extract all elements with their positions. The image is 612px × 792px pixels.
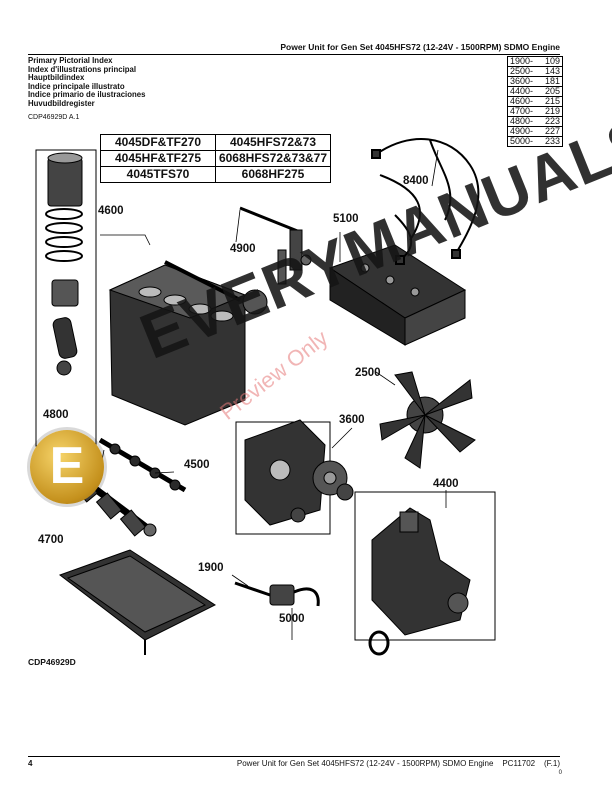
page-range-row[interactable]: 5000-233 xyxy=(507,136,563,147)
engine-model-cell: 4045DF&TF270 xyxy=(100,134,216,151)
oil-pan-group[interactable] xyxy=(58,549,217,655)
timing-gear-group[interactable] xyxy=(235,419,354,535)
callout-1900[interactable]: 1900 xyxy=(198,562,224,574)
header-rule xyxy=(28,54,560,55)
callout-5100[interactable]: 5100 xyxy=(333,213,359,225)
page-range-table: 1900-109 2500-143 3600-181 4400-205 4600… xyxy=(507,56,563,147)
callout-4600[interactable]: 4600 xyxy=(98,205,124,217)
engine-model-cell: 6068HF275 xyxy=(215,166,331,183)
engine-model-cell: 4045HF&TF275 xyxy=(100,150,216,167)
callout-4400[interactable]: 4400 xyxy=(433,478,459,490)
rocker-arm-group[interactable] xyxy=(239,206,312,285)
footer-rule xyxy=(28,756,560,757)
index-reference: CDP46929D A.1 xyxy=(28,114,80,121)
footer-title: Power Unit for Gen Set 4045HFS72 (12-24V… xyxy=(236,759,494,768)
oil-pump-group[interactable] xyxy=(234,581,320,640)
index-title-de: Hauptbildindex xyxy=(28,73,85,83)
camshaft-group[interactable] xyxy=(98,437,187,493)
callout-4700[interactable]: 4700 xyxy=(38,534,64,546)
index-title-it: Indice principale illustrato xyxy=(28,81,125,91)
header-title: Power Unit for Gen Set 4045HFS72 (12-24V… xyxy=(280,42,560,52)
engine-model-cell: 4045TFS70 xyxy=(100,166,216,183)
gear-housing-group[interactable] xyxy=(354,491,496,656)
piston-liner-kit-group[interactable] xyxy=(35,149,97,447)
callout-4900[interactable]: 4900 xyxy=(230,243,256,255)
callout-4800[interactable]: 4800 xyxy=(43,409,69,421)
footer-page-number: 4 xyxy=(28,759,33,768)
index-title-en: Primary Pictorial Index xyxy=(28,56,113,65)
callout-4500[interactable]: 4500 xyxy=(184,459,210,471)
cylinder-block-group[interactable] xyxy=(100,234,268,426)
diagram-code: CDP46929D xyxy=(28,657,76,667)
callout-8400[interactable]: 8400 xyxy=(403,175,429,187)
footer-doc-code: PC11702 xyxy=(502,759,536,768)
group-number: 5000- xyxy=(507,136,542,147)
index-title-fr: Index d'illustrations principal xyxy=(28,64,136,74)
footer-revision: (F.1) xyxy=(544,759,560,768)
wiring-harness-group[interactable] xyxy=(371,138,480,265)
callout-5000[interactable]: 5000 xyxy=(279,613,305,625)
index-title-es: Indice primario de ilustraciones xyxy=(28,90,146,100)
watermark-badge: E xyxy=(30,430,104,504)
cooling-fan-group[interactable] xyxy=(379,371,476,469)
cylinder-head-group[interactable] xyxy=(328,232,467,346)
page-link[interactable]: 233 xyxy=(542,136,563,147)
footer-info: Power Unit for Gen Set 4045HFS72 (12-24V… xyxy=(237,759,560,768)
footer-mark: 0 xyxy=(558,770,562,776)
watermark-badge-letter: E xyxy=(49,437,85,495)
callout-2500[interactable]: 2500 xyxy=(355,367,381,379)
index-titles: Primary Pictorial Index Index d'illustra… xyxy=(28,56,146,109)
callout-3600[interactable]: 3600 xyxy=(339,414,365,426)
index-title-sv: Huvudbildregister xyxy=(28,98,95,108)
engine-model-cell: 4045HFS72&73 xyxy=(215,134,331,151)
